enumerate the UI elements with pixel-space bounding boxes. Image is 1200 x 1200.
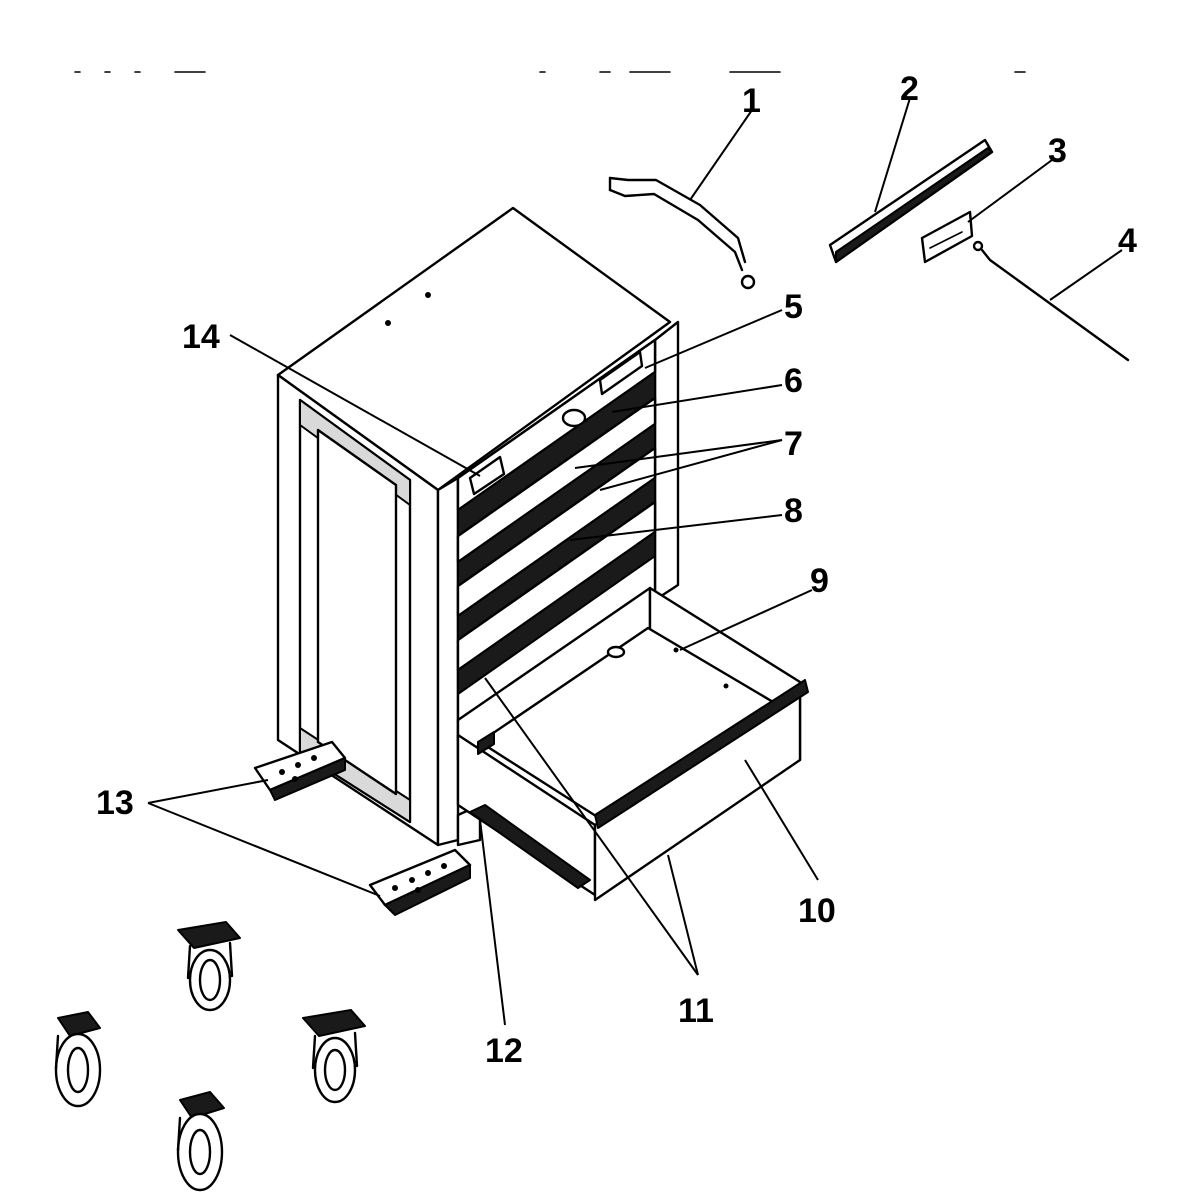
callout-7: 7 [784,425,803,463]
callout-1: 1 [742,82,761,120]
callout-3: 3 [1048,132,1067,170]
lock-6 [561,408,587,428]
cabinet-body [276,206,680,847]
callout-5: 5 [784,288,803,326]
lock-plate-14 [468,455,506,496]
callout-10: 10 [798,892,836,930]
nameplate-5 [598,350,644,396]
callout-4: 4 [1118,222,1137,260]
callout-13: 13 [96,784,134,822]
leader-lines [147,97,1123,1026]
caster-wheel [177,921,241,1012]
front-frame-right-post [653,320,680,602]
caster-base-plates [253,740,472,916]
callout-14: 14 [182,318,220,356]
callout-12: 12 [485,1032,523,1070]
callout-11: 11 [678,992,714,1030]
caster-wheel [176,1091,225,1192]
callout-2: 2 [900,70,919,108]
caster-wheel [54,1011,102,1108]
callout-labels: 1 2 3 4 5 6 7 8 9 10 11 12 13 14 [96,70,1137,1070]
drawer-slide-12 [469,804,591,889]
callout-9: 9 [810,562,829,600]
open-drawer [456,586,809,902]
callout-6: 6 [784,362,803,400]
front-corner-post [436,476,460,847]
part-1-bracket [608,176,756,290]
part-4-rod [972,240,1130,362]
caster-wheel [302,1009,366,1104]
part-2-slide-rail [828,138,994,264]
drawer-fronts [456,371,657,695]
callout-8: 8 [784,492,803,530]
part-3-plate [920,210,974,264]
